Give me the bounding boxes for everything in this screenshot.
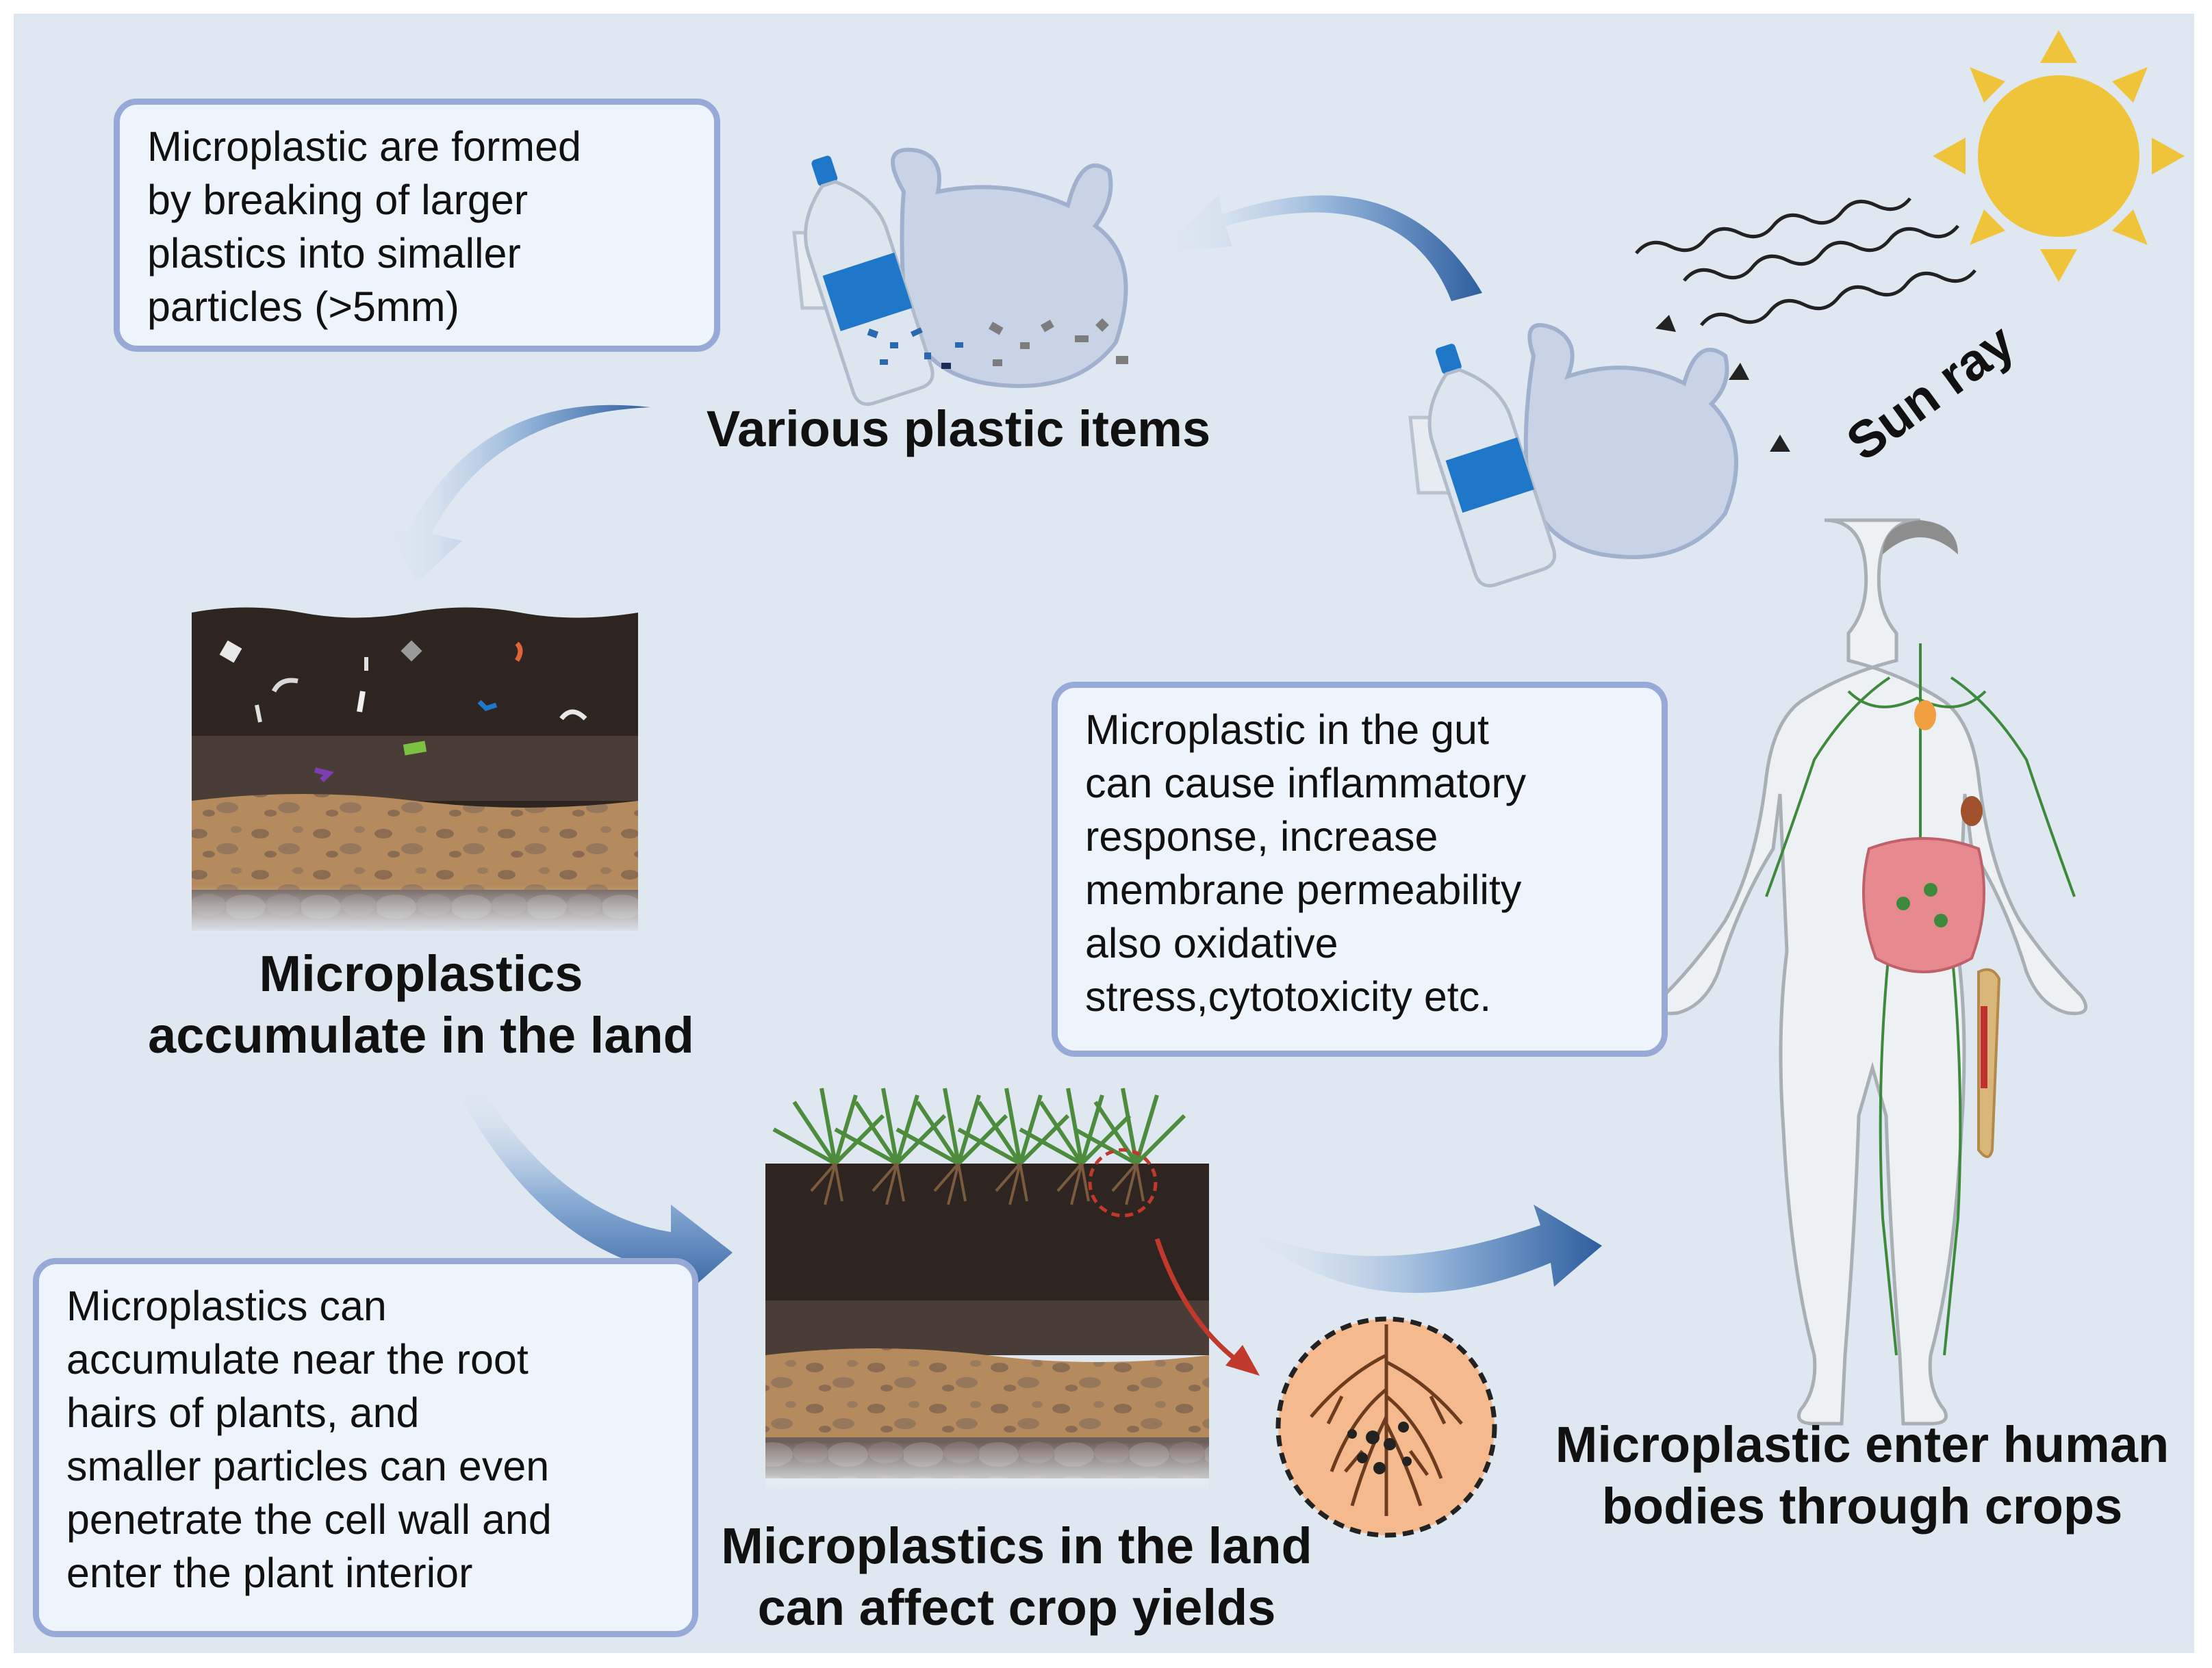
human-body-icon xyxy=(1657,518,2088,1426)
plastic-items-fragmenting xyxy=(792,147,1128,406)
sun-ray-arrows xyxy=(1635,197,1976,452)
human-entry-caption: Microplastic enter human bodies through … xyxy=(1555,1416,2170,1535)
gut-effects-callout: Microplastic in the gut can cause inflam… xyxy=(1052,682,1668,1057)
crop-yield-caption: Microplastics in the land can affect cro… xyxy=(721,1517,1312,1636)
root-zoom-marker xyxy=(1088,1148,1158,1218)
plastic-items-sunlit xyxy=(1408,323,1738,588)
plastic-items-caption: Various plastic items xyxy=(706,400,1211,457)
curved-arrow-icon xyxy=(1239,1205,1602,1293)
curved-arrow-icon xyxy=(455,1085,733,1304)
soil-layers-icon xyxy=(765,1157,1209,1492)
curved-arrow-icon xyxy=(1157,195,1482,301)
plant-roots xyxy=(810,1162,1145,1205)
zoom-arrow xyxy=(1154,1237,1260,1376)
land-accumulation-caption: Microplastics accumulate in the land xyxy=(148,945,694,1064)
microplastic-fragments xyxy=(867,327,963,369)
sun-icon xyxy=(1933,30,2185,282)
grass-icon xyxy=(772,1088,1186,1166)
soil-layers-icon xyxy=(192,606,638,934)
plastic-bag-icon xyxy=(1523,323,1738,559)
formation-callout: Microplastic are formed by breaking of l… xyxy=(114,99,720,352)
plastic-bottle-icon xyxy=(1427,344,1557,588)
plastic-bottle-icon xyxy=(804,155,935,406)
root-uptake-callout: Microplastics can accumulate near the ro… xyxy=(33,1258,698,1637)
curved-arrow-icon xyxy=(380,405,650,582)
root-zoom-icon xyxy=(1275,1316,1497,1538)
